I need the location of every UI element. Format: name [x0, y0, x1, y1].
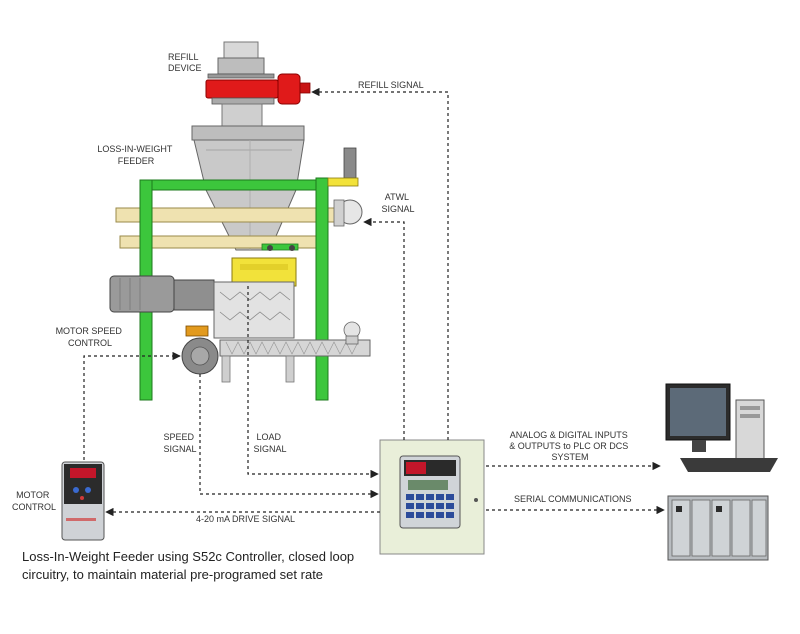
screw-conveyor: [213, 281, 371, 383]
load-signal-label: LOAD SIGNAL: [253, 432, 286, 454]
drive-motor: [109, 275, 215, 313]
refill-device: [205, 41, 311, 127]
plc-rack: [667, 495, 769, 561]
speed-signal-label: SPEED SIGNAL: [163, 432, 196, 454]
atwl-signal-label: ATWL SIGNAL: [381, 192, 414, 214]
s52c-controller: [379, 439, 485, 555]
load-cell: [231, 245, 297, 287]
analog-digital-label: ANALOG & DIGITAL INPUTS & OUTPUTS to PLC…: [509, 430, 631, 462]
speed-signal-line: [199, 374, 379, 499]
drive-signal-label: 4-20 mA DRIVE SIGNAL: [196, 514, 295, 524]
computer-workstation: [665, 383, 778, 472]
caption: Loss-In-Weight Feeder using S52c Control…: [22, 548, 392, 584]
motor-drive-unit: [61, 461, 105, 541]
speed-motor: [181, 325, 219, 375]
caption-line-1: Loss-In-Weight Feeder using S52c Control…: [22, 549, 355, 564]
load-signal-line: [247, 286, 379, 479]
atwl-signal-line: [363, 217, 405, 440]
motor-speed-control-label: MOTOR SPEED CONTROL: [56, 326, 125, 348]
refill-device-label: REFILL DEVICE: [168, 52, 202, 73]
signal-lines: [83, 87, 665, 517]
refill-signal-line: [311, 87, 449, 440]
motor-speed-control-line: [83, 351, 181, 460]
liw-feeder-label: LOSS-IN-WEIGHT FEEDER: [97, 144, 174, 166]
refill-signal-label: REFILL SIGNAL: [358, 80, 424, 90]
caption-line-2: circuitry, to maintain material pre-prog…: [22, 567, 324, 582]
atwl-device: [327, 147, 363, 227]
serial-comms-label: SERIAL COMMUNICATIONS: [514, 494, 632, 504]
motor-control-label: MOTOR CONTROL: [12, 490, 56, 512]
